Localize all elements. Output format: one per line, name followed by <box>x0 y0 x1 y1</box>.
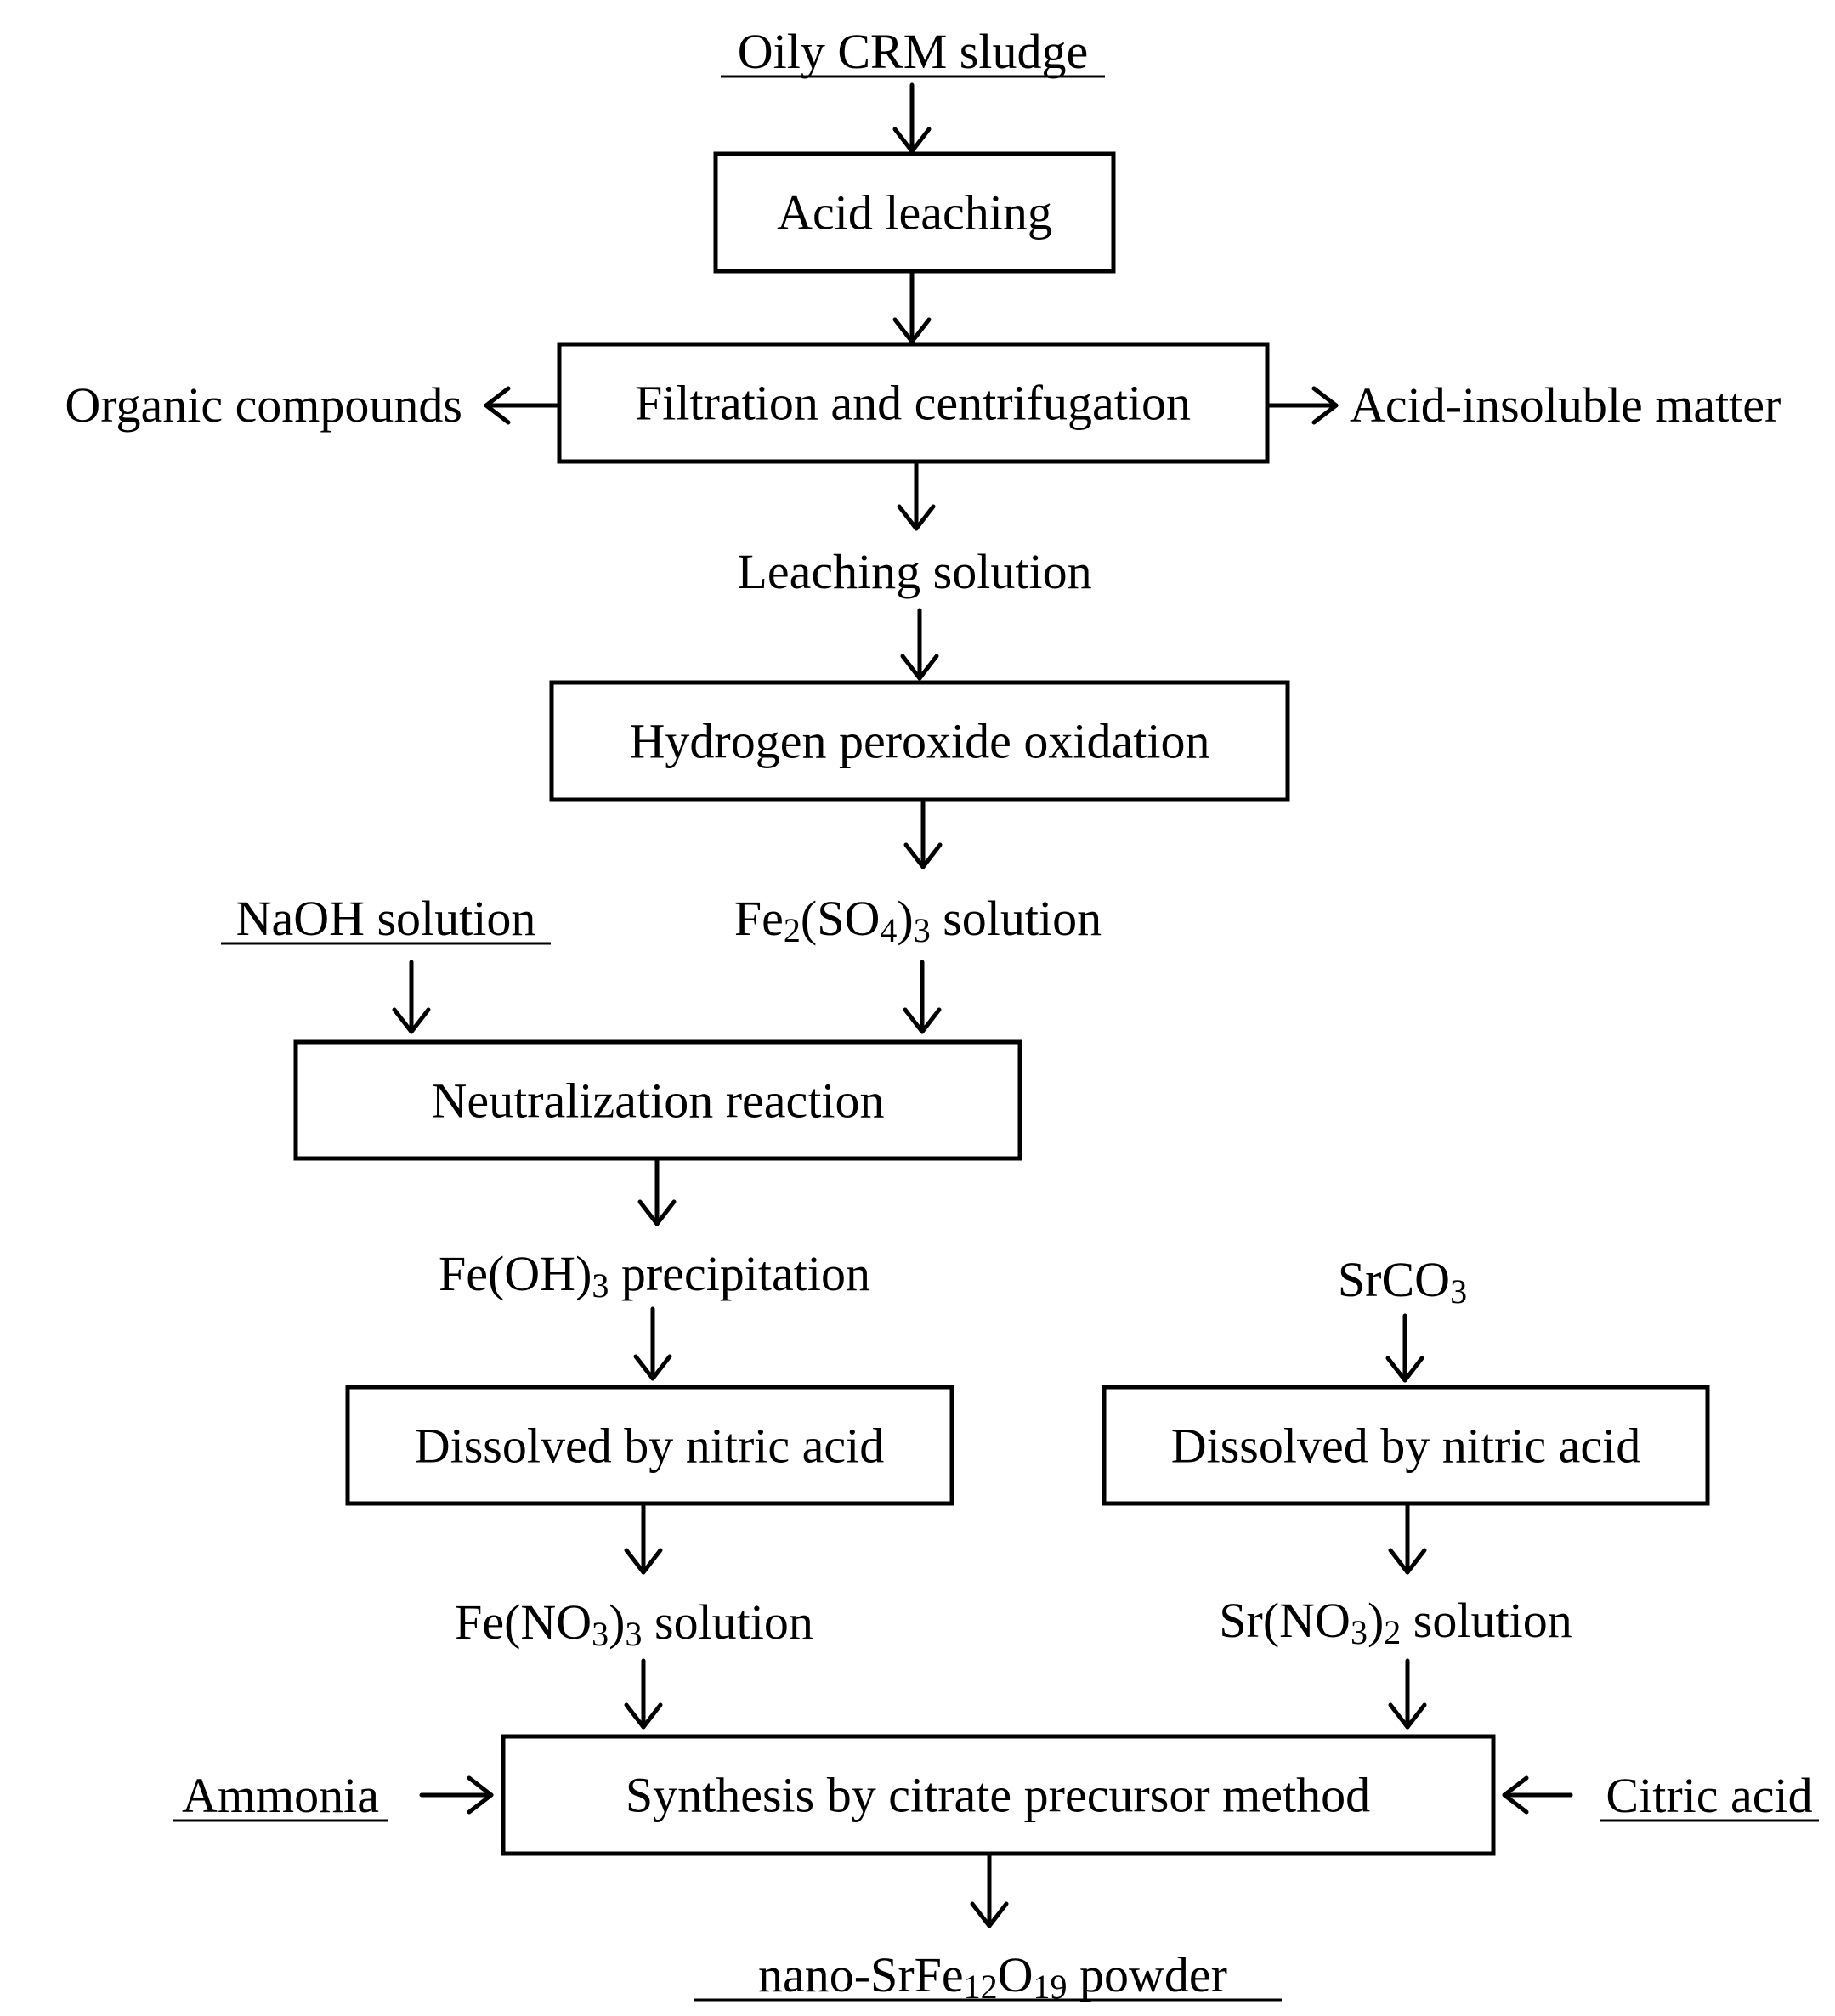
arrow-naoh-to-neutralization <box>392 960 431 1034</box>
oxidation-label: Hydrogen peroxide oxidation <box>630 714 1210 769</box>
feno33-part: solution <box>643 1594 813 1650</box>
feoh3-part: Fe(OH) <box>439 1246 592 1301</box>
feoh3-part: precipitation <box>609 1246 870 1301</box>
arrow-feno33-to-synthesis <box>624 1658 663 1730</box>
dissolve-fe-label: Dissolved by nitric acid <box>415 1419 885 1474</box>
fe2so43-label: Fe2(SO4)3 solution <box>734 891 1102 949</box>
fe2so43-sub: 4 <box>880 911 897 949</box>
srno32-sub: 3 <box>1351 1613 1368 1651</box>
arrow-ammonia-to-synthesis <box>419 1775 494 1815</box>
acid-leaching-label: Acid leaching <box>777 185 1052 241</box>
sludge-input-label: Oily CRM sludge <box>738 24 1089 79</box>
arrow-fe2so43-to-neutralization <box>903 960 942 1034</box>
arrow-filtration-to-solution <box>897 462 936 531</box>
fe2so43-sub: 3 <box>914 911 931 949</box>
feno33-part: Fe(NO <box>455 1594 592 1650</box>
arrow-srco3-to-dissolve <box>1385 1313 1424 1383</box>
arrow-oxidation-to-fe2so43 <box>903 800 943 869</box>
arrow-filtration-to-insoluble <box>1267 386 1339 425</box>
fe2so43-part: (SO <box>801 891 880 946</box>
arrow-sludge-to-leaching <box>892 82 932 154</box>
ammonia-input-label: Ammonia <box>182 1768 379 1823</box>
arrow-synthesis-to-product <box>970 1854 1009 1928</box>
srno32-part: solution <box>1401 1593 1572 1648</box>
arrow-filtration-to-organic <box>484 386 559 425</box>
arrow-solution-to-oxidation <box>900 608 939 681</box>
oxidation-box <box>549 680 1290 802</box>
acid-leaching-box <box>713 151 1116 274</box>
product-part: nano-SrFe <box>758 1947 964 2002</box>
fe2so43-part: solution <box>931 891 1102 946</box>
arrow-dissolve-to-srno32 <box>1388 1504 1427 1575</box>
leaching-solution-label: Leaching solution <box>737 544 1091 599</box>
acid-insoluble-label: Acid-insoluble matter <box>1350 377 1781 433</box>
arrow-srno32-to-synthesis <box>1388 1658 1427 1730</box>
arrow-neutralization-to-feoh3 <box>637 1158 677 1226</box>
organic-compounds-label: Organic compounds <box>65 377 462 433</box>
srco3-input-label: SrCO3 <box>1338 1252 1467 1311</box>
srco3-part: SrCO <box>1338 1252 1450 1307</box>
filtration-label: Filtration and centrifugation <box>635 376 1191 431</box>
fe2so43-part: Fe <box>734 891 784 946</box>
dissolve-sr-box <box>1102 1385 1710 1506</box>
srno32-part: Sr(NO <box>1219 1593 1351 1648</box>
synthesis-box <box>501 1734 1496 1856</box>
arrow-feoh3-to-dissolve <box>633 1306 672 1381</box>
feno33-label: Fe(NO3)3 solution <box>455 1594 813 1653</box>
naoh-input-label: NaOH solution <box>236 891 536 946</box>
feno33-part: ) <box>609 1594 625 1650</box>
product-part: O <box>998 1947 1034 2002</box>
neutralization-label: Neutralization reaction <box>431 1073 884 1129</box>
arrow-dissolve-to-feno33 <box>624 1504 663 1575</box>
arrow-leaching-to-filtration <box>892 271 932 344</box>
feoh3-label: Fe(OH)3 precipitation <box>439 1246 870 1305</box>
feoh3-sub: 3 <box>592 1266 609 1305</box>
srco3-sub: 3 <box>1450 1272 1467 1311</box>
feno33-sub: 3 <box>626 1615 643 1653</box>
fe2so43-sub: 2 <box>784 911 801 949</box>
filtration-box <box>557 342 1270 464</box>
dissolve-fe-box <box>345 1385 954 1506</box>
dissolve-sr-label: Dissolved by nitric acid <box>1171 1419 1641 1474</box>
product-part: powder <box>1068 1947 1227 2002</box>
fe2so43-part: ) <box>897 891 913 946</box>
product-label: nano-SrFe12O19 powder <box>758 1947 1227 2006</box>
citric-acid-input-label: Citric acid <box>1606 1768 1812 1823</box>
synthesis-label: Synthesis by citrate precursor method <box>626 1768 1370 1823</box>
srno32-sub: 2 <box>1384 1613 1401 1651</box>
feno33-sub: 3 <box>592 1615 609 1653</box>
srno32-label: Sr(NO3)2 solution <box>1219 1593 1572 1651</box>
srno32-part: ) <box>1368 1593 1384 1648</box>
neutralization-box <box>293 1039 1022 1161</box>
arrow-citric-to-synthesis <box>1502 1775 1573 1815</box>
